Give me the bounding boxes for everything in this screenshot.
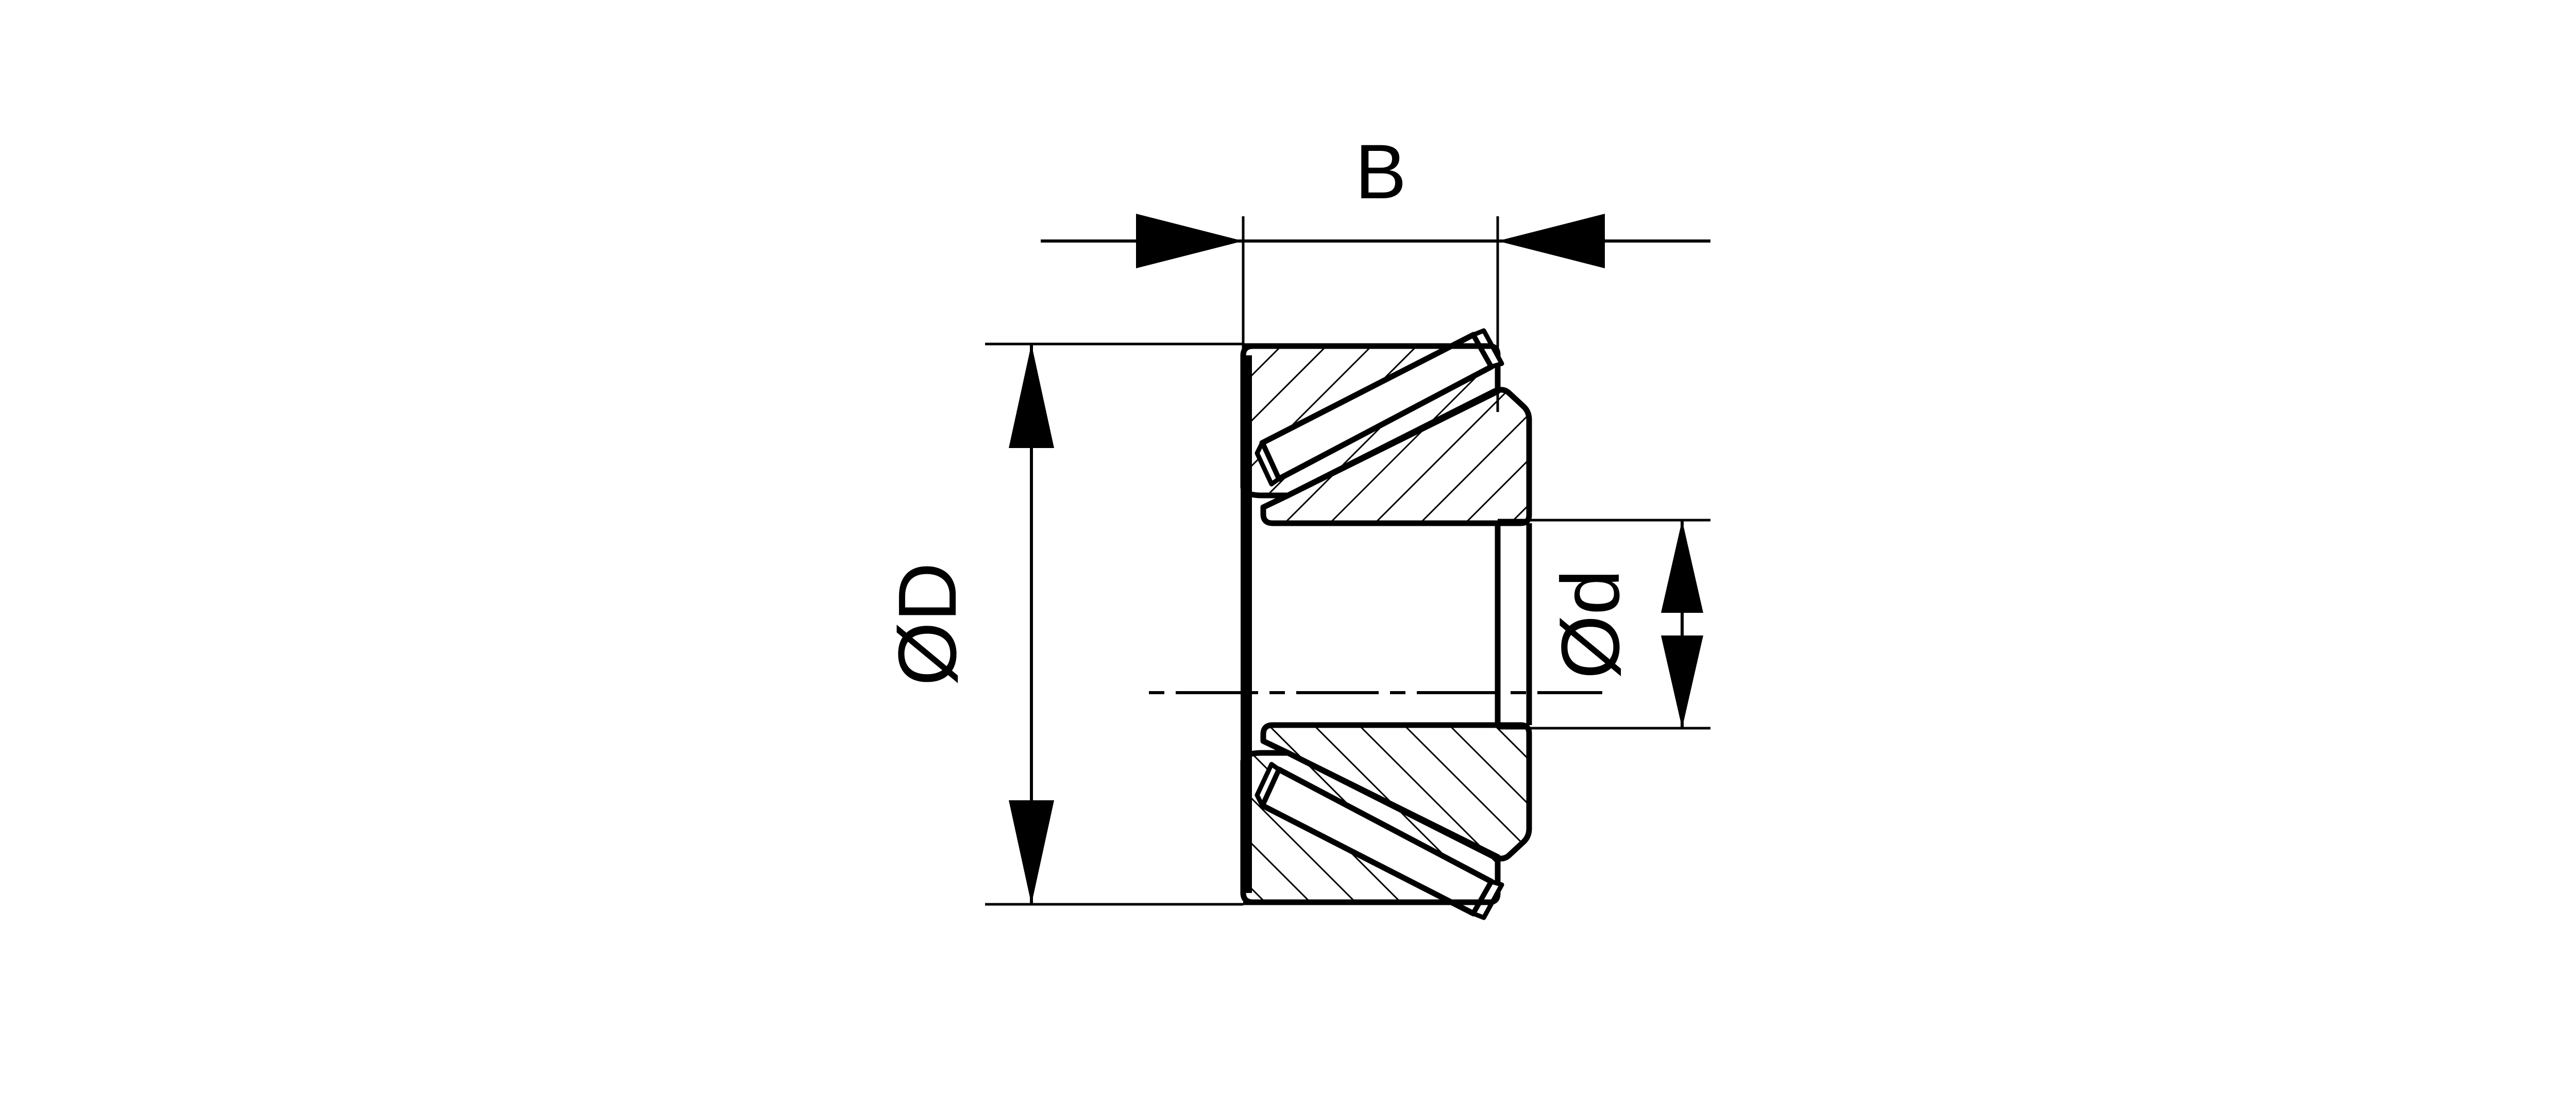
dimension-bore-diameter: Ød	[1498, 519, 1710, 730]
od-small-arrowhead-top	[1661, 520, 1703, 613]
cup-outer-faces	[1243, 343, 1492, 905]
roller-lower-small-end	[1255, 762, 1281, 808]
od-arrowhead-bottom	[1009, 800, 1054, 904]
dimension-width-B: B	[1041, 128, 1710, 412]
inner-ring-upper	[1260, 387, 1532, 526]
drawing-geometry: B	[881, 128, 1710, 920]
arrowhead-left	[1136, 214, 1243, 268]
inner-ring-lower	[1260, 722, 1532, 862]
od-small-arrowhead-bottom	[1661, 635, 1703, 728]
inner-ring-upper-body	[1260, 387, 1532, 526]
inner-ring-lower-body	[1260, 722, 1532, 862]
inner-ring-bore-wall	[1495, 523, 1532, 725]
dimension-label-OD: ØD	[881, 562, 973, 686]
od-arrowhead-top	[1009, 344, 1054, 448]
dimension-label-B: B	[1355, 128, 1406, 215]
dimension-label-bore: Ød	[1544, 569, 1636, 679]
roller-upper-small-end	[1255, 440, 1281, 487]
arrowhead-right	[1498, 214, 1605, 268]
dimension-outside-diameter: ØD	[881, 342, 1243, 906]
